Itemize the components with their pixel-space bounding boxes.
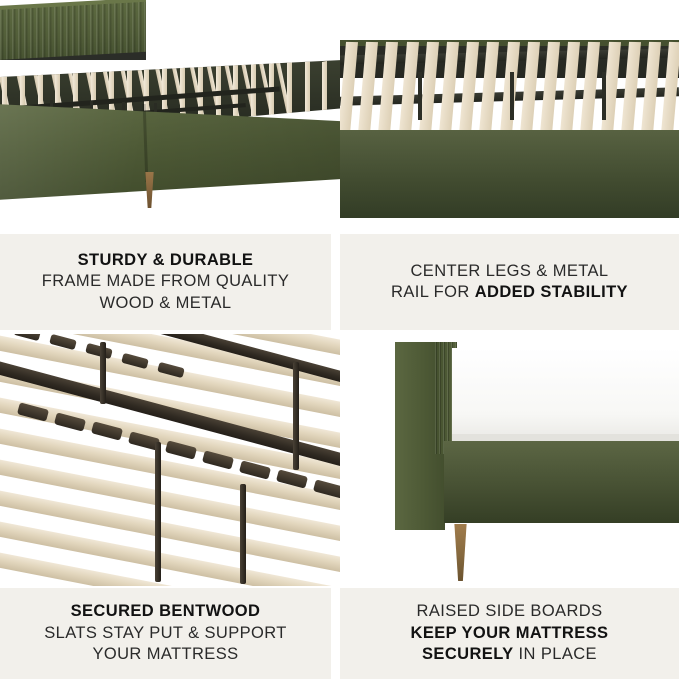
- center-leg-post: [240, 484, 246, 584]
- caption-line-2: FRAME MADE FROM QUALITY: [41, 272, 290, 291]
- headboard-channel-edge: [435, 342, 457, 454]
- caption-sturdy-durable: STURDY & DURABLE FRAME MADE FROM QUALITY…: [0, 234, 331, 330]
- caption-line-2-normal: RAIL FOR: [391, 283, 475, 301]
- base-sheen: [340, 130, 679, 218]
- mattress-lower-edge: [452, 434, 679, 443]
- upholstered-platform-bed-full-view-image: [0, 0, 340, 232]
- caption-line-1: RAISED SIDE BOARDS: [416, 602, 603, 621]
- caption-line-1: STURDY & DURABLE: [77, 250, 254, 269]
- panel-top-right: [340, 0, 679, 232]
- center-support-leg: [602, 72, 606, 120]
- panel-top-left: [0, 0, 340, 232]
- tapered-wood-leg: [145, 172, 154, 208]
- bentwood-slats-macro-image: [0, 334, 340, 586]
- caption-line-2-emphasis: ADDED STABILITY: [474, 283, 628, 301]
- center-leg-post: [100, 342, 106, 404]
- white-mattress: [452, 348, 679, 443]
- panel-bottom-right: [340, 334, 679, 586]
- center-support-leg: [418, 72, 422, 120]
- caption-line-3-normal: IN PLACE: [513, 645, 597, 664]
- caption-line-1: SECURED BENTWOOD: [70, 602, 261, 621]
- raised-side-rail-corner-image: [340, 334, 679, 586]
- caption-secured-bentwood: SECURED BENTWOOD SLATS STAY PUT & SUPPOR…: [0, 588, 331, 679]
- caption-line-3: YOUR MATTRESS: [92, 645, 239, 664]
- raised-side-board: [444, 441, 679, 523]
- headboard-channel-texture: [435, 342, 457, 454]
- center-leg-post: [155, 442, 161, 582]
- caption-line-1: CENTER LEGS & METAL: [410, 261, 609, 280]
- caption-line-3: WOOD & METAL: [99, 293, 232, 312]
- center-support-leg: [510, 72, 514, 120]
- upholstered-base-rail: [340, 130, 679, 218]
- caption-line-2: SLATS STAY PUT & SUPPORT: [44, 623, 287, 642]
- slat-support-closeup-image: [340, 0, 679, 232]
- caption-center-legs: CENTER LEGS & METAL RAIL FOR ADDED STABI…: [340, 234, 679, 330]
- side-board-sheen: [444, 441, 679, 523]
- tapered-wood-leg: [454, 524, 467, 581]
- caption-raised-side-boards: RAISED SIDE BOARDS KEEP YOUR MATTRESS SE…: [340, 588, 679, 679]
- caption-line-3-emphasis: SECURELY: [422, 645, 514, 664]
- caption-line-2: KEEP YOUR MATTRESS: [410, 623, 609, 642]
- center-leg-post: [293, 362, 299, 470]
- caption-line-3: SECURELY IN PLACE: [422, 644, 597, 665]
- panel-bottom-left: [0, 334, 340, 586]
- caption-line-2: RAIL FOR ADDED STABILITY: [391, 282, 628, 303]
